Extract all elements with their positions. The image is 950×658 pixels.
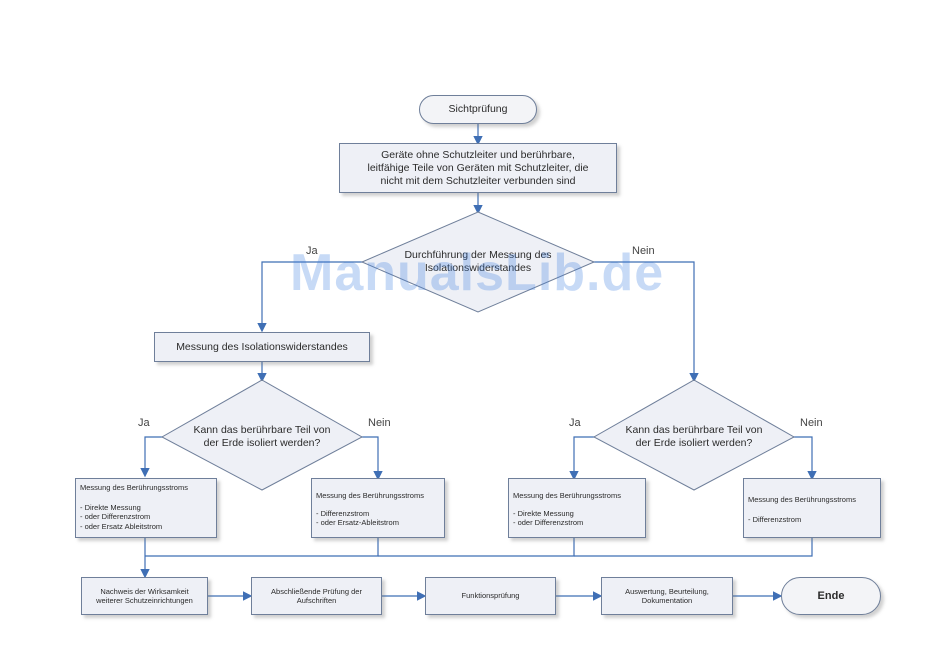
bottom-box-evaluation: Auswertung, Beurteilung, Dokumentation bbox=[601, 577, 733, 615]
start-node: Sichtprüfung bbox=[419, 95, 537, 124]
left-yes-label: Ja bbox=[138, 417, 150, 429]
measure-rr-1: - Differenzstrom bbox=[748, 514, 802, 524]
decision-right-line-2: der Erde isoliert werden? bbox=[635, 437, 753, 449]
b1-line-1: Nachweis der Wirksamkeit bbox=[100, 586, 189, 596]
b4-line-2: Dokumentation bbox=[641, 596, 693, 605]
decision1-diamond bbox=[360, 211, 596, 313]
bottom-box-labels-check: Abschließende Prüfung der Aufschriften bbox=[251, 577, 382, 615]
isolation-box: Messung des Isolationswiderstandes bbox=[154, 332, 370, 362]
watermark: ManualsLib.de bbox=[290, 244, 665, 302]
decision-left-text: Kann das berührbare Teil von der Erde is… bbox=[172, 424, 352, 450]
decision1-no-label: Nein bbox=[632, 245, 655, 257]
start-label: Sichtprüfung bbox=[448, 103, 508, 115]
decision1-line-2: Isolationswiderstandes bbox=[424, 262, 532, 274]
right-yes-label: Ja bbox=[569, 417, 581, 429]
connector-right-yes bbox=[569, 436, 597, 481]
measure-title-lr: Messung des Berührungsstroms bbox=[316, 491, 424, 500]
measure-box-left-yes: Messung des Berührungsstroms - Direkte M… bbox=[75, 478, 217, 538]
measure-rl-1: - Direkte Messung bbox=[513, 508, 574, 518]
decision-left-line-2: der Erde isoliert werden? bbox=[203, 437, 321, 449]
decision-right-line-1: Kann das berührbare Teil von bbox=[625, 424, 763, 436]
measure-ll-2: - oder Differenzstrom bbox=[80, 512, 151, 521]
measure-ll-1: - Direkte Messung bbox=[80, 502, 141, 512]
connector-collector-rr bbox=[574, 538, 813, 557]
measure-rl-2: - oder Differenzstrom bbox=[513, 518, 584, 527]
decision1-text: Durchführung der Messung des Isolationsw… bbox=[378, 249, 578, 275]
connector-collector-rl bbox=[378, 538, 575, 557]
connector-collector-lr bbox=[145, 538, 379, 557]
measure-lr-2: - oder Ersatz-Ableitstrom bbox=[316, 518, 399, 527]
b2-line-2: Aufschriften bbox=[296, 596, 337, 605]
isolation-label: Messung des Isolationswiderstandes bbox=[176, 340, 348, 353]
bottom-box-function-test: Funktionsprüfung bbox=[425, 577, 556, 615]
b2-line-1: Abschließende Prüfung der bbox=[271, 586, 362, 596]
left-no-label: Nein bbox=[368, 417, 391, 429]
decision-left-diamond bbox=[160, 379, 364, 491]
connector-left-no bbox=[360, 436, 383, 481]
measure-title-rl: Messung des Berührungsstroms bbox=[513, 491, 621, 500]
end-label: Ende bbox=[817, 590, 845, 602]
measure-ll-3: - oder Ersatz Ableitstrom bbox=[80, 521, 163, 531]
step1-line-2: leitfähige Teile von Geräten mit Schutzl… bbox=[367, 161, 589, 174]
connector-decision1-yes bbox=[257, 261, 364, 333]
measure-title-ll: Messung des Berührungsstroms bbox=[80, 483, 188, 492]
measure-lr-1: - Differenzstrom bbox=[316, 508, 370, 518]
step1-box: Geräte ohne Schutzleiter und berührbare,… bbox=[339, 143, 617, 193]
connector-left-yes bbox=[140, 436, 163, 478]
measure-title-rr: Messung des Berührungsstroms bbox=[748, 495, 856, 504]
right-no-label: Nein bbox=[800, 417, 823, 429]
decision-left-line-1: Kann das berührbare Teil von bbox=[193, 424, 331, 436]
decision1-yes-label: Ja bbox=[306, 245, 318, 257]
decision-right-diamond bbox=[592, 379, 796, 491]
step1-line-1: Geräte ohne Schutzleiter und berührbare, bbox=[381, 148, 575, 161]
end-node: Ende bbox=[781, 577, 881, 615]
connector-decision1-no bbox=[592, 261, 699, 383]
b4-line-1: Auswertung, Beurteilung, bbox=[625, 586, 709, 596]
decision-right-text: Kann das berührbare Teil von der Erde is… bbox=[604, 424, 784, 450]
b1-line-2: weiterer Schutzeinrichtungen bbox=[96, 596, 193, 605]
bottom-box-effectiveness: Nachweis der Wirksamkeit weiterer Schutz… bbox=[81, 577, 208, 615]
measure-box-right-yes: Messung des Berührungsstroms - Direkte M… bbox=[508, 478, 646, 538]
decision1-line-1: Durchführung der Messung des bbox=[404, 249, 552, 261]
step1-line-3: nicht mit dem Schutzleiter verbunden sin… bbox=[380, 174, 576, 187]
b3-label: Funktionsprüfung bbox=[461, 591, 520, 601]
measure-box-right-no: Messung des Berührungsstroms - Differenz… bbox=[743, 478, 881, 538]
connector-right-no bbox=[792, 436, 817, 481]
measure-box-left-no: Messung des Berührungsstroms - Differenz… bbox=[311, 478, 445, 538]
